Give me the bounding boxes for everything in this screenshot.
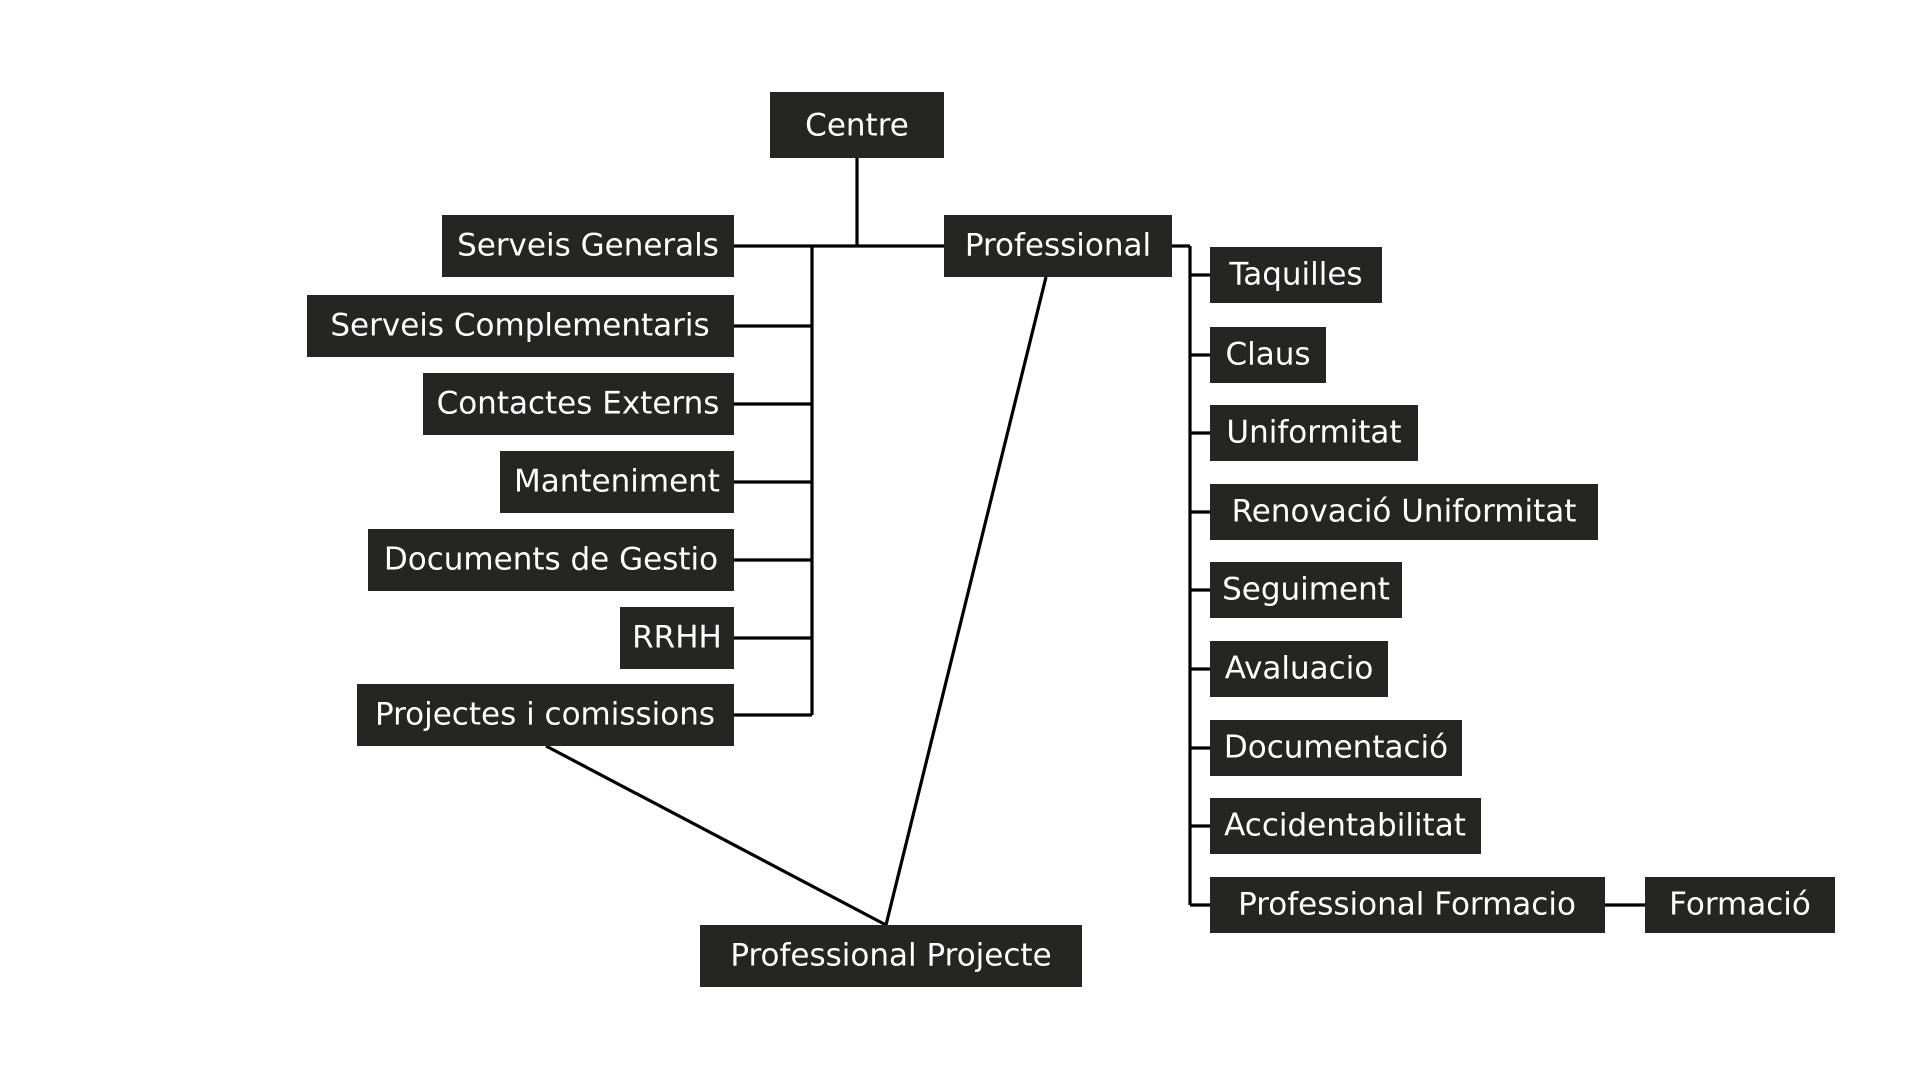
edges-layer [545,158,1645,927]
node-seguiment[interactable]: Seguiment [1210,562,1402,618]
node-accidentabilitat-label: Accidentabilitat [1224,808,1466,844]
node-contactes-externs[interactable]: Contactes Externs [423,373,734,435]
node-serveis-generals[interactable]: Serveis Generals [442,215,734,277]
node-professional-rect[interactable] [944,215,1172,277]
node-uniformitat-rect[interactable] [1210,405,1418,461]
node-rrhh[interactable]: RRHH [620,607,734,669]
edge-projectes-professional-projecte [545,744,887,927]
node-accidentabilitat-rect[interactable] [1210,798,1481,854]
node-serveis-complementaris-rect[interactable] [307,295,734,357]
node-avaluacio-rect[interactable] [1210,641,1388,697]
node-taquilles-rect[interactable] [1210,247,1382,303]
node-seguiment-rect[interactable] [1210,562,1402,618]
node-formacio-label: Formació [1669,887,1811,923]
node-centre-rect[interactable] [770,92,944,158]
node-documents-de-gestio-rect[interactable] [368,529,734,591]
node-uniformitat[interactable]: Uniformitat [1210,405,1418,461]
node-projectes-i-comissions-label: Projectes i comissions [375,697,715,733]
node-documentacio-rect[interactable] [1210,720,1462,776]
node-documentacio-label: Documentació [1224,730,1448,766]
node-taquilles-label: Taquilles [1228,257,1362,293]
node-formacio-rect[interactable] [1645,877,1835,933]
node-manteniment[interactable]: Manteniment [500,451,734,513]
node-professional-projecte-label: Professional Projecte [730,938,1051,974]
node-renovacio-uniformitat[interactable]: Renovació Uniformitat [1210,484,1598,540]
node-documents-de-gestio[interactable]: Documents de Gestio [368,529,734,591]
node-centre[interactable]: Centre [770,92,944,158]
node-taquilles[interactable]: Taquilles [1210,247,1382,303]
node-claus-label: Claus [1225,337,1310,373]
node-serveis-complementaris-label: Serveis Complementaris [330,308,709,344]
node-avaluacio[interactable]: Avaluacio [1210,641,1388,697]
node-uniformitat-label: Uniformitat [1226,415,1401,451]
node-serveis-complementaris[interactable]: Serveis Complementaris [307,295,734,357]
node-claus-rect[interactable] [1210,327,1326,383]
node-professional-formacio-rect[interactable] [1210,877,1605,933]
node-seguiment-label: Seguiment [1222,572,1390,608]
node-professional-formacio-label: Professional Formacio [1238,887,1576,923]
node-avaluacio-label: Avaluacio [1225,651,1374,687]
node-professional-formacio[interactable]: Professional Formacio [1210,877,1605,933]
node-professional-label: Professional [965,228,1151,264]
node-projectes-i-comissions-rect[interactable] [357,684,734,746]
node-accidentabilitat[interactable]: Accidentabilitat [1210,798,1481,854]
node-documentacio[interactable]: Documentació [1210,720,1462,776]
node-contactes-externs-label: Contactes Externs [437,386,720,422]
node-contactes-externs-rect[interactable] [423,373,734,435]
node-manteniment-rect[interactable] [500,451,734,513]
node-rrhh-rect[interactable] [620,607,734,669]
node-centre-label: Centre [805,108,909,144]
node-serveis-generals-rect[interactable] [442,215,734,277]
node-serveis-generals-label: Serveis Generals [457,228,719,264]
node-documents-de-gestio-label: Documents de Gestio [384,542,718,578]
node-renovacio-uniformitat-label: Renovació Uniformitat [1232,494,1577,530]
node-projectes-i-comissions[interactable]: Projectes i comissions [357,684,734,746]
nodes-layer: Centre Serveis Generals Serveis Compleme… [307,92,1835,987]
node-manteniment-label: Manteniment [514,464,720,500]
node-formacio[interactable]: Formació [1645,877,1835,933]
node-professional-projecte-rect[interactable] [700,925,1082,987]
node-professional[interactable]: Professional [944,215,1172,277]
edge-professional-professional-projecte [884,276,1048,926]
node-claus[interactable]: Claus [1210,327,1326,383]
node-rrhh-label: RRHH [632,620,722,656]
node-professional-projecte[interactable]: Professional Projecte [700,925,1082,987]
node-renovacio-uniformitat-rect[interactable] [1210,484,1598,540]
